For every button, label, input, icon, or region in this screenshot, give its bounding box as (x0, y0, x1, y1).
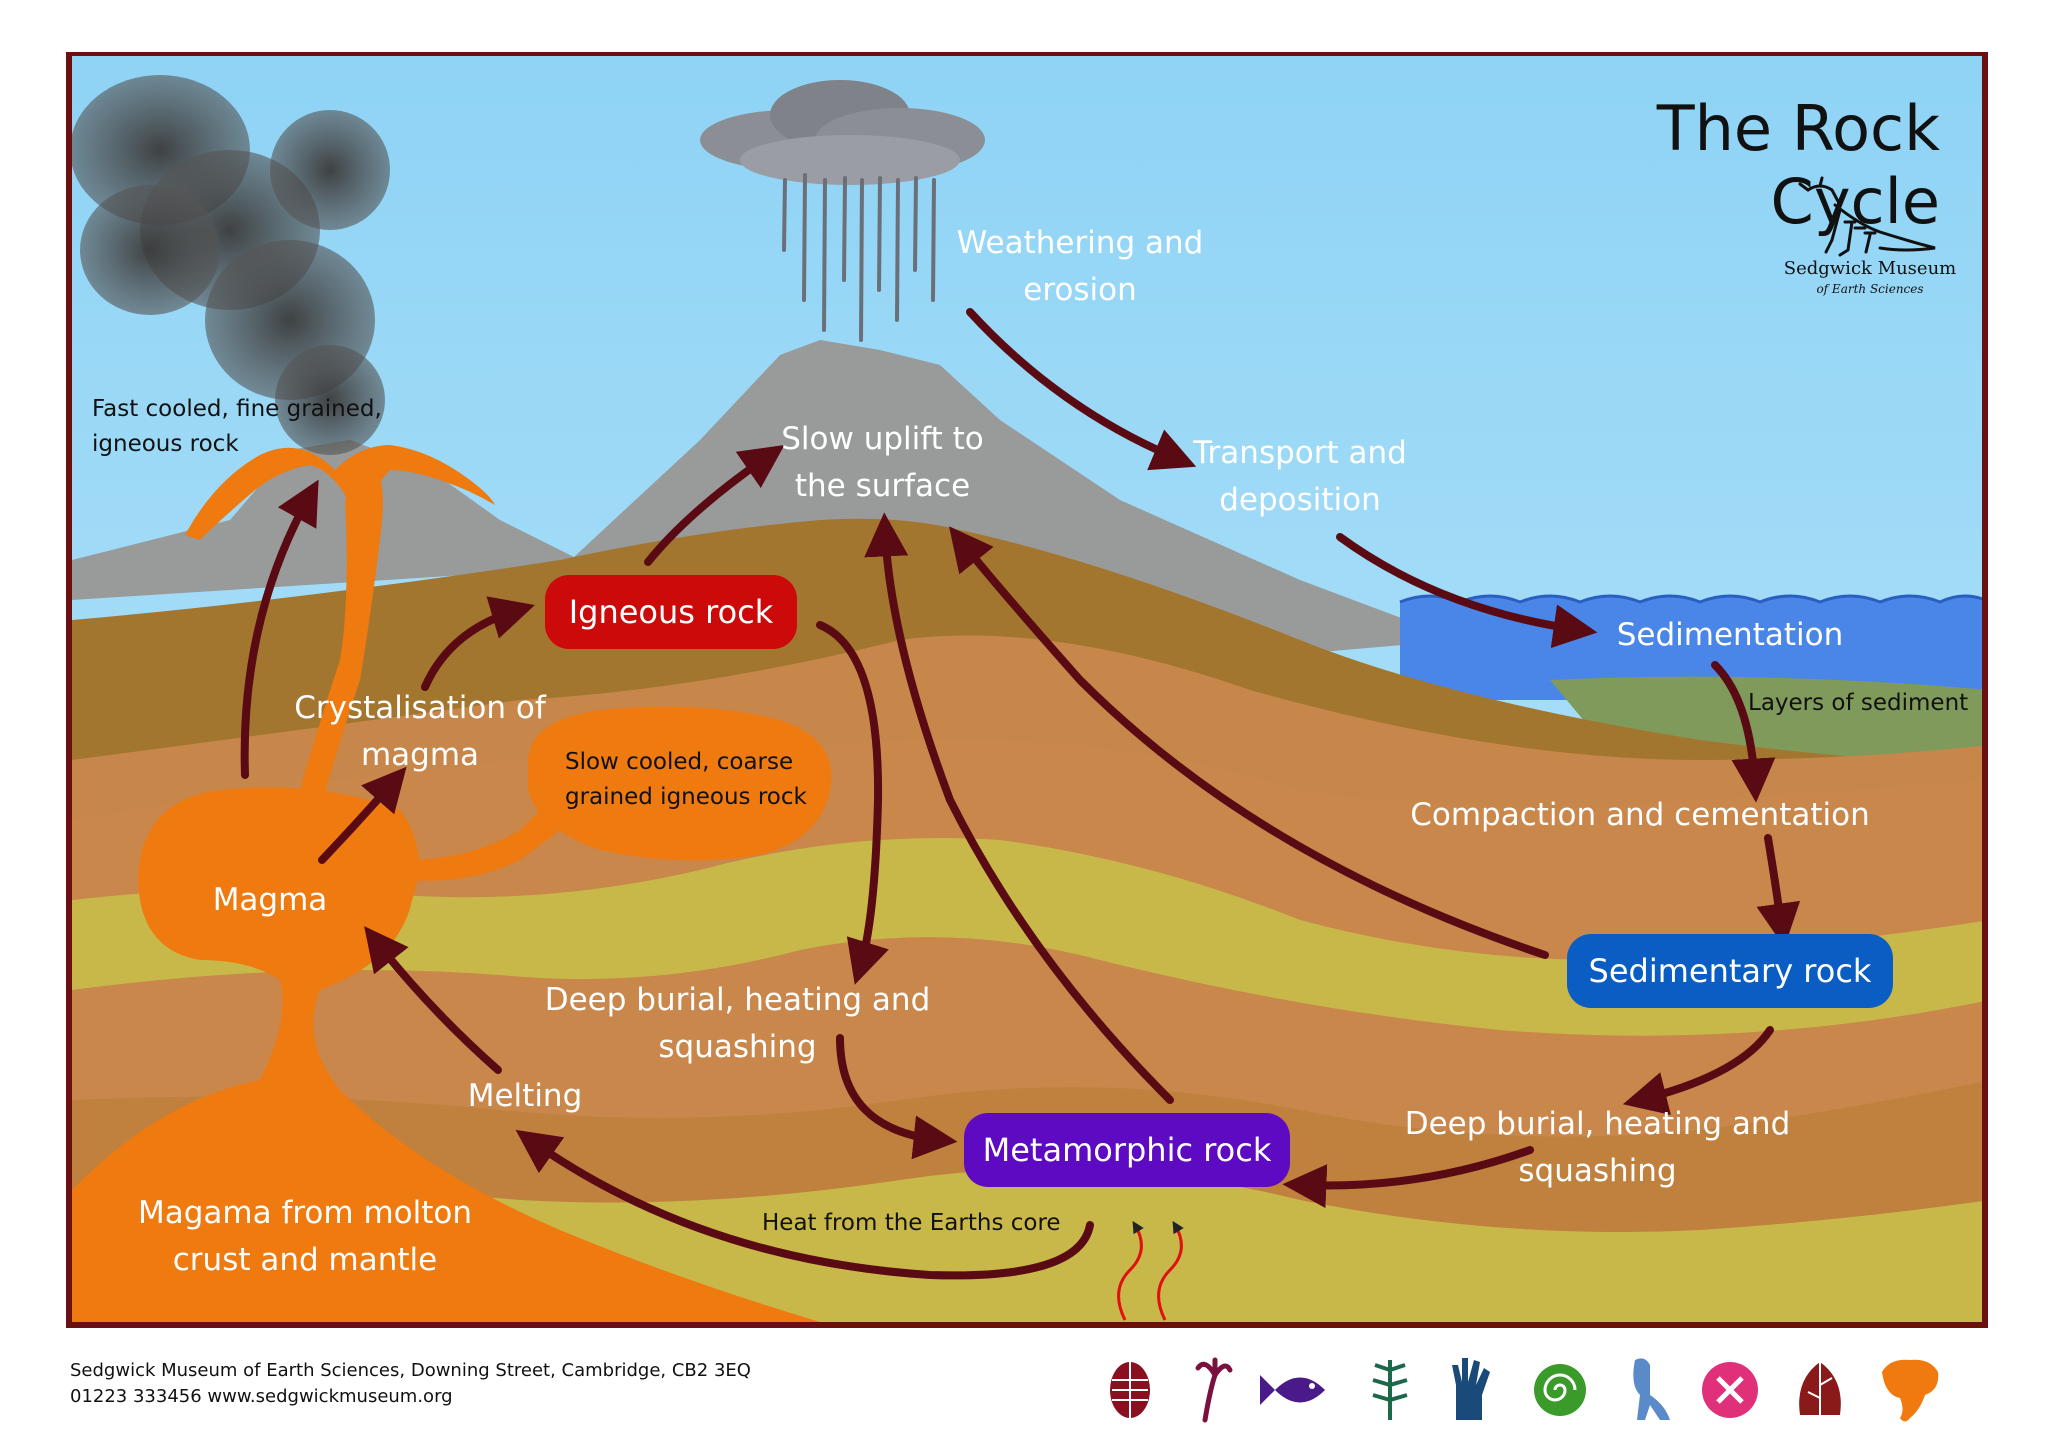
rain-cloud (700, 80, 985, 342)
slow-uplift-label: Slow uplift to the surface (781, 421, 984, 504)
igneous-rock-node: Igneous rock (545, 575, 797, 649)
arrow-crystallisation-to-igneous (421, 596, 535, 691)
elephant-icon (1882, 1359, 1939, 1422)
arrow-weathering-to-transport (966, 308, 1197, 471)
crinoid-icon (1195, 1357, 1233, 1423)
weathering-label: Weathering and erosion (956, 225, 1204, 308)
footer-icons (1110, 1357, 1939, 1423)
layers-of-sediment-label: Layers of sediment (1748, 690, 1969, 716)
crystallisation-label: Crystalisation of magma (294, 690, 546, 773)
slow-cooled-label: Slow cooled, coarse grained igneous rock (565, 749, 807, 810)
arrow-magma-to-crystallisation (318, 766, 407, 864)
metamorphic-rock-label: Metamorphic rock (982, 1131, 1272, 1169)
magma-label: Magma (212, 882, 328, 918)
left-volcano (72, 440, 700, 600)
fish-icon (1260, 1375, 1325, 1405)
fern-icon (1372, 1360, 1408, 1420)
magma-source-label: Magama from molton crust and mantle (137, 1195, 472, 1278)
sedimentation-label: Sedimentation (1616, 617, 1844, 653)
arrow-compaction-to-sedimentary (1756, 834, 1801, 948)
page-title: The Rock Cycle (1656, 92, 1940, 238)
arrow-metamorphic-to-uplift (864, 512, 1174, 1104)
arrow-sedimentary-to-burial (1622, 1026, 1774, 1115)
heat-squiggles (1117, 1220, 1184, 1321)
fast-cooled-label: Fast cooled, fine grained, igneous rock (92, 396, 382, 457)
magma-source (72, 787, 820, 1322)
arrow-igneous-to-burial (816, 621, 889, 985)
arrow-transport-to-sedimentation (1336, 533, 1598, 649)
arrow-burial-to-metamorphic-left (836, 1034, 958, 1160)
heart-icon (1702, 1362, 1758, 1418)
logo-name: Sedgwick Museum (1783, 258, 1957, 279)
melting-label: Melting (467, 1078, 583, 1114)
arrow-sedimentary-to-uplift (949, 526, 1549, 959)
arrow-sedimentation-to-compaction (1711, 661, 1776, 803)
arrow-melting-to-magma (364, 926, 502, 1074)
sediment-layer (1550, 676, 1982, 770)
footer-address: Sedgwick Museum of Earth Sciences, Downi… (70, 1360, 751, 1381)
footer-contact: 01223 333456 www.sedgwickmuseum.org (70, 1386, 453, 1407)
dinosaur-icon (1633, 1358, 1670, 1420)
volcano-smoke (72, 75, 390, 455)
ammonite-icon (1534, 1364, 1586, 1416)
trilobite-icon (1110, 1362, 1150, 1418)
deep-burial-left-label: Deep burial, heating and squashing (544, 982, 931, 1065)
sedimentary-rock-node: Sedimentary rock (1567, 934, 1893, 1008)
magma-vent (300, 468, 383, 792)
logo-subtitle: of Earth Sciences (1816, 282, 1924, 296)
igneous-rock-label: Igneous rock (568, 593, 774, 631)
slow-cooled-chamber (528, 706, 832, 861)
hand-icon (1452, 1358, 1490, 1420)
arrow-burial-to-metamorphic (1282, 1146, 1534, 1209)
leaf-icon (1799, 1362, 1841, 1420)
metamorphic-rock-node: Metamorphic rock (964, 1113, 1290, 1187)
arrow-igneous-to-uplift (644, 445, 785, 566)
sedimentary-rock-label: Sedimentary rock (1588, 952, 1872, 990)
lava-flow (185, 445, 495, 540)
transport-label: Transport and deposition (1193, 435, 1407, 518)
dinosaur-skeleton-icon (1798, 176, 1936, 257)
arrow-magma-to-fast-cooled (240, 479, 319, 779)
heat-from-core-label: Heat from the Earths core (762, 1210, 1061, 1236)
compaction-label: Compaction and cementation (1410, 797, 1870, 833)
cycle-arrows (240, 308, 1801, 1280)
deep-burial-right-label: Deep burial, heating and squashing (1404, 1106, 1791, 1189)
arrow-heat-to-melting (515, 1129, 1094, 1280)
